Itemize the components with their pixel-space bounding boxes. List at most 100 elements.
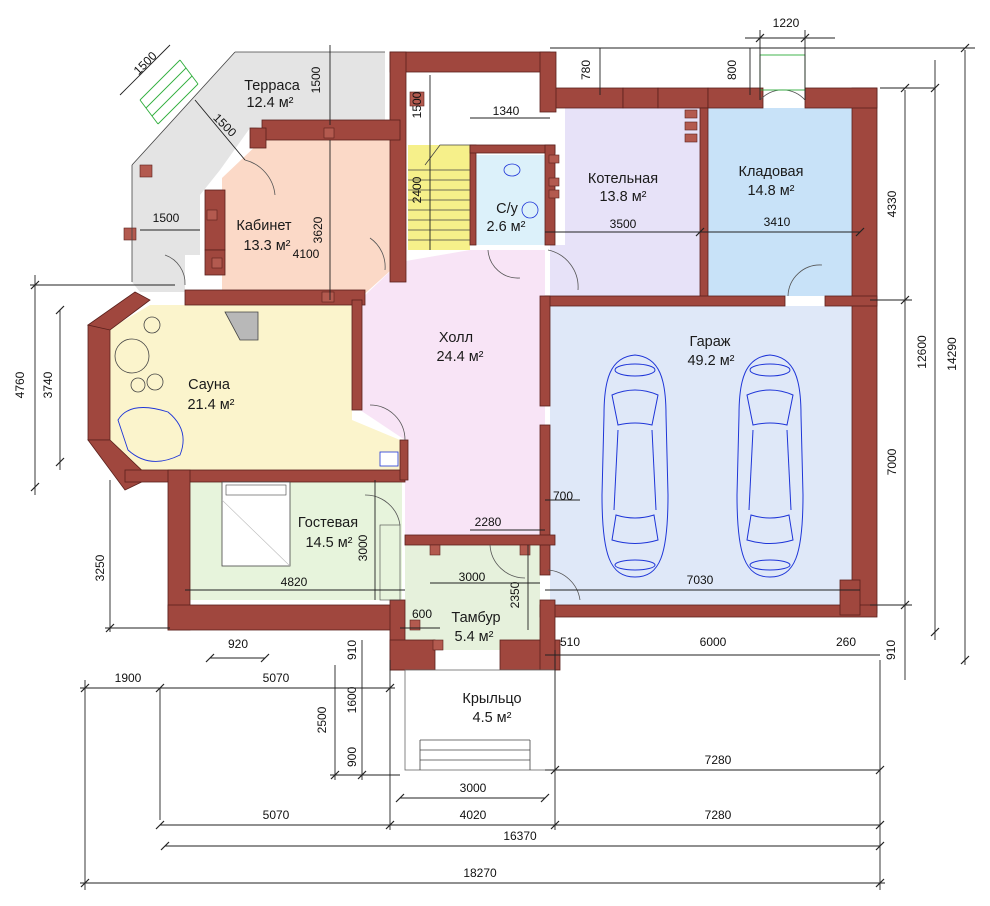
dim-label: 1500 (410, 91, 424, 118)
vestibule-fill (405, 545, 540, 650)
stairs-fill (408, 145, 470, 250)
dim-label: 2500 (315, 706, 329, 733)
sauna-area: 21.4 м² (187, 397, 234, 413)
boiler-fill (550, 108, 700, 296)
dim-label: 900 (345, 747, 359, 767)
dim-label: 3000 (356, 534, 370, 561)
dim-label: 7000 (885, 448, 899, 475)
dim-label: 14290 (945, 337, 959, 371)
porch-name: Крыльцо (462, 691, 521, 707)
dim-label: 3500 (610, 217, 637, 231)
dim-label: 1500 (131, 49, 160, 78)
dim-label: 1600 (345, 686, 359, 713)
garage-area: 49.2 м² (687, 353, 734, 369)
round-table-icon (114, 338, 150, 374)
hall-name: Холл (439, 330, 473, 346)
dim-label: 16370 (503, 829, 537, 843)
sink-icon (521, 201, 539, 219)
bathroom-name: С/у (496, 201, 519, 217)
sauna-fill (108, 305, 400, 478)
dim-label: 260 (836, 635, 856, 649)
dim-label: 3000 (459, 570, 486, 584)
dim-label: 600 (412, 607, 432, 621)
dim-label: 910 (884, 640, 898, 660)
dim-label: 12600 (915, 335, 929, 369)
dim-label: 3410 (764, 215, 791, 229)
office-fill (222, 140, 400, 298)
vestibule-name: Тамбур (451, 610, 500, 626)
garage-cars (601, 354, 804, 578)
storage-fill (707, 108, 852, 296)
dim-label: 510 (560, 635, 580, 649)
vestibule-area: 5.4 м² (455, 629, 494, 645)
dim-label: 5070 (263, 808, 290, 822)
chair-icon (130, 377, 146, 393)
dim-label: 1500 (153, 211, 180, 225)
porch-steps (404, 669, 556, 771)
dim-label: 4330 (885, 190, 899, 217)
wardrobe-icon (379, 524, 401, 601)
dim-label: 1500 (309, 66, 323, 93)
hall-area: 24.4 м² (436, 349, 483, 365)
dim-label: 4100 (293, 247, 320, 261)
dim-label: 3000 (460, 781, 487, 795)
jacuzzi-icon (117, 407, 184, 462)
dim-label: 2280 (475, 515, 502, 529)
toilet-icon (503, 163, 521, 177)
garage-fill (550, 306, 852, 612)
chair-icon (143, 316, 161, 334)
sauna-fixtures (114, 311, 399, 467)
dim-label: 2350 (508, 581, 522, 608)
guest-name: Гостевая (298, 515, 358, 531)
car-icon-left (601, 354, 669, 578)
terrace-name: Терраса (244, 78, 301, 94)
terrace-fill (132, 52, 385, 292)
boiler-area: 13.8 м² (599, 189, 646, 205)
bathroom-fill (476, 155, 545, 245)
dim-label: 4020 (460, 808, 487, 822)
dim-label: 3620 (311, 216, 325, 243)
bathroom-area: 2.6 м² (487, 219, 526, 235)
room-fills (108, 52, 852, 650)
dim-label: 4760 (13, 371, 27, 398)
dim-label: 7280 (705, 753, 732, 767)
dim-label: 780 (579, 60, 593, 80)
dim-label: 800 (725, 60, 739, 80)
boiler-name: Котельная (588, 171, 658, 187)
dim-label: 3740 (41, 371, 55, 398)
bed-icon (221, 481, 291, 567)
dim-label: 5070 (263, 671, 290, 685)
sink-icon (379, 451, 399, 467)
dim-label: 1340 (493, 104, 520, 118)
dimension-lines (30, 30, 975, 890)
dim-label: 920 (228, 637, 248, 651)
dim-label: 4820 (281, 575, 308, 589)
garage-name: Гараж (690, 334, 731, 350)
dim-label: 7030 (687, 573, 714, 587)
brick-details (123, 91, 698, 651)
office-area: 13.3 м² (243, 238, 290, 254)
porch-area: 4.5 м² (473, 710, 512, 726)
dim-label: 700 (553, 489, 573, 503)
guest-area: 14.5 м² (305, 535, 352, 551)
room-labels: Терраса 12.4 м² Кабинет 13.3 м² С/у 2.6 … (187, 78, 803, 726)
dimension-labels: 1220 780 800 1500 1500 1500 1500 1500 13… (13, 16, 959, 880)
office-name: Кабинет (236, 218, 292, 234)
stairs (408, 144, 470, 241)
car-icon-right (736, 354, 804, 578)
storage-area: 14.8 м² (747, 183, 794, 199)
bathroom-fixtures (503, 163, 539, 219)
dim-label: 7280 (705, 808, 732, 822)
dim-label: 18270 (463, 866, 497, 880)
guest-bed (221, 481, 401, 601)
dim-label: 3250 (93, 554, 107, 581)
terrace-area: 12.4 м² (246, 95, 293, 111)
terrace-steps (139, 59, 199, 125)
dim-label: 2400 (410, 176, 424, 203)
dim-label: 1900 (115, 671, 142, 685)
sauna-name: Сауна (188, 377, 231, 393)
dim-label: 6000 (700, 635, 727, 649)
chair-icon (146, 373, 164, 391)
stove-icon (224, 311, 259, 341)
